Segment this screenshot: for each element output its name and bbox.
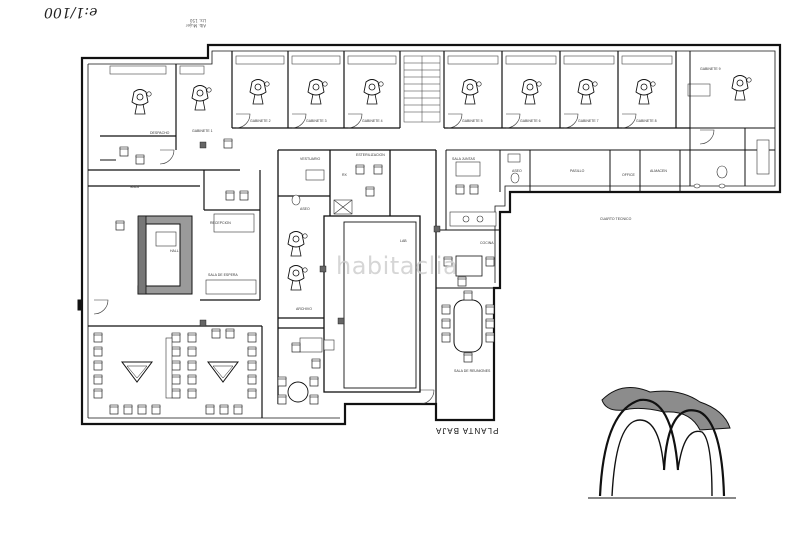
label-sala-juntas: SALA JUNTAS	[452, 157, 476, 161]
reception-walls	[88, 169, 263, 418]
waiting-tables	[121, 361, 239, 383]
header-annotation-line-1: Alb. Mujer	[185, 23, 206, 28]
label-recepcion: RECEPCION	[210, 221, 231, 225]
label-sala-reuniones: SALA DE REUNIONES	[454, 369, 491, 373]
label-sala-espera: SALA DE ESPERA	[208, 273, 238, 277]
label-gabinete-9: GABINETE 9	[700, 67, 721, 71]
label-almacen: ALMACEN	[650, 169, 667, 173]
label-archivo: ARCHIVO	[296, 307, 312, 311]
label-lab: LAB	[400, 239, 407, 243]
label-sala: SALA	[130, 185, 140, 189]
room-labels: SALA HALL RECEPCION SALA DE ESPERA GABIN…	[130, 67, 721, 373]
label-gabinete-2: GABINETE 2	[250, 119, 271, 123]
label-gabinete-1: GABINETE 1	[192, 129, 213, 133]
watermark: habitaclia	[336, 252, 459, 280]
small-meeting-table	[443, 255, 495, 287]
architect-logo	[588, 387, 736, 499]
right-service-rooms	[445, 51, 775, 230]
label-cuarto-tecnico: CUARTO TECNICO	[600, 217, 632, 221]
label-gabinete-3: GABINETE 3	[306, 119, 327, 123]
sanitary-fixtures	[507, 139, 770, 189]
header-annotation-line-2: Lts. 150	[189, 18, 206, 23]
kitchen-counter	[449, 161, 497, 227]
central-fixtures	[291, 169, 353, 353]
header-annotation: Alb. Mujer Lts. 150	[146, 18, 206, 28]
structural-columns	[199, 141, 441, 327]
label-pasillo: PASILLO	[570, 169, 585, 173]
label-gabinete-7: GABINETE 7	[578, 119, 599, 123]
label-aseo-1: ASEO	[300, 207, 310, 211]
label-vestuario: VESTUARIO	[300, 157, 321, 161]
label-gabinete-4: GABINETE 4	[362, 119, 383, 123]
stairs	[403, 55, 441, 123]
label-gabinete-8: GABINETE 8	[636, 119, 657, 123]
label-cocina: COCINA	[480, 241, 494, 245]
label-office: OFFICE	[622, 173, 635, 177]
waiting-room-seats	[93, 328, 257, 415]
waiting-columns	[165, 337, 173, 399]
label-gabinete-5: GABINETE 5	[462, 119, 483, 123]
label-esterilizacion: ESTERILIZACION	[356, 153, 385, 157]
label-aseo-2: ASEO	[512, 169, 522, 173]
openings	[77, 159, 116, 314]
reception-counter	[137, 213, 257, 295]
label-rx: RX	[342, 173, 348, 177]
meeting-room-walls	[436, 229, 500, 289]
scale-note: e:1/100	[44, 4, 98, 20]
round-table	[277, 376, 319, 405]
inner-outline	[87, 50, 776, 419]
label-hall: HALL	[170, 249, 179, 253]
label-gabinete-6: GABINETE 6	[520, 119, 541, 123]
central-block	[277, 149, 437, 404]
meeting-table	[441, 290, 495, 363]
top-row-walls	[100, 51, 690, 150]
cabinet-worktops	[109, 55, 711, 97]
plan-title: PLANTA BAJA	[435, 426, 499, 435]
label-despacho: DESPACHO	[150, 131, 170, 135]
